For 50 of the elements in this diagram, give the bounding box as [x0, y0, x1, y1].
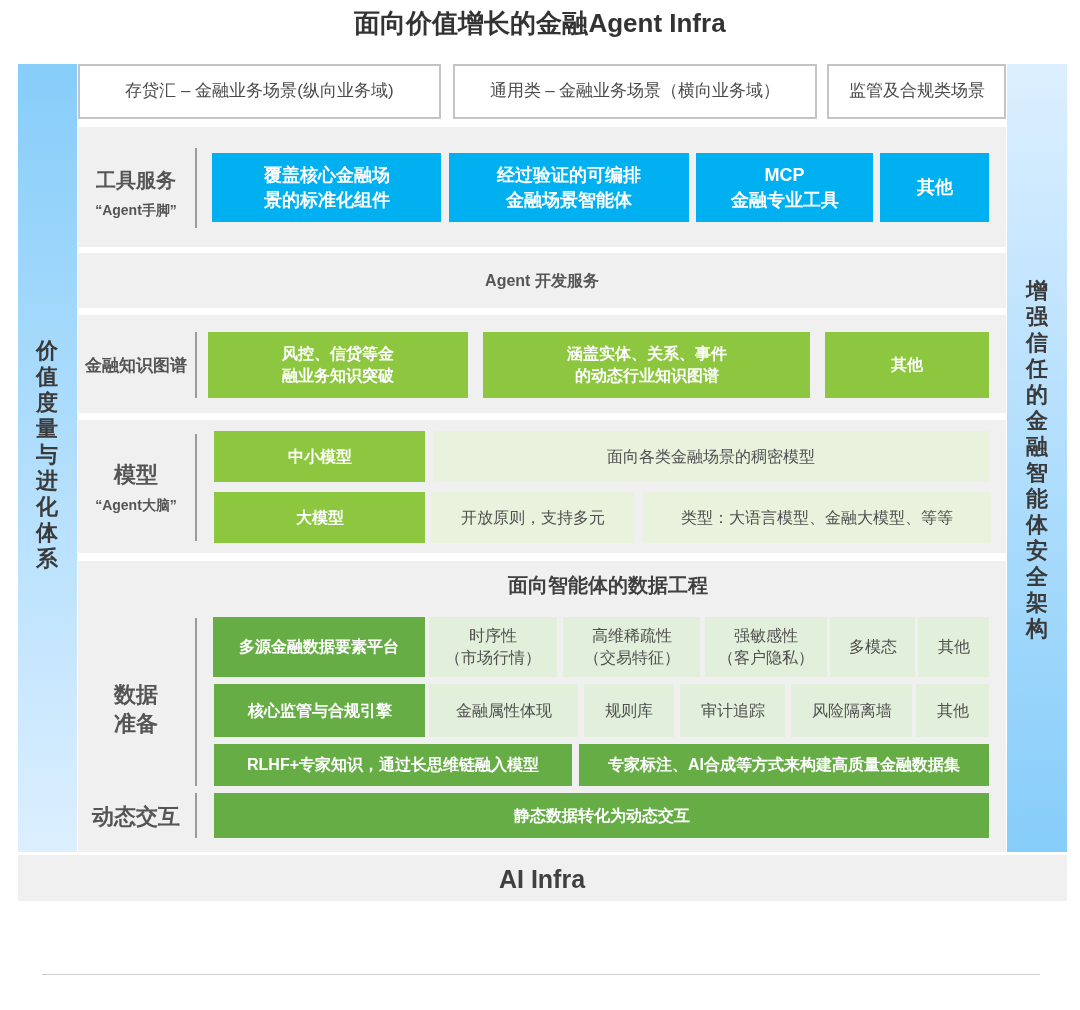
vertical-label: 价值度量与进化体系 [35, 338, 59, 572]
layer-heading: 模型 [114, 460, 158, 489]
scenario-card: 通用类 – 金融业务场景（横向业务域） [453, 64, 817, 119]
data-card: 静态数据转化为动态交互 [214, 793, 989, 838]
description-card: 开放原则，支持多元 [431, 492, 634, 543]
layer-subheading: “Agent手脚” [95, 200, 177, 220]
tool-card: 其他 [880, 153, 989, 222]
attribute-card: 其他 [918, 617, 989, 677]
attribute-card: 风险隔离墙 [791, 684, 912, 737]
data-card: 核心监管与合规引擎 [214, 684, 425, 737]
layer-title: Agent 开发服务 [485, 270, 599, 291]
layer-heading: 工具服务 [96, 168, 176, 193]
feature-card: 大模型 [214, 492, 425, 543]
layer-subheading: “Agent大脑” [95, 495, 177, 515]
data-card: RLHF+专家知识，通过长思维链融入模型 [214, 744, 572, 786]
attribute-card: 规则库 [584, 684, 674, 737]
layer-panel [78, 127, 1006, 247]
layer-panel [78, 315, 1006, 413]
attribute-card: 其他 [916, 684, 989, 737]
feature-card: 涵盖实体、关系、事件的动态行业知识图谱 [483, 332, 810, 398]
tool-card: MCP 金融专业工具 [696, 153, 873, 222]
attribute-card: 审计追踪 [680, 684, 785, 737]
layer-panel [78, 420, 1006, 553]
attribute-card: 时序性（市场行情） [429, 617, 557, 677]
layer-panel [78, 561, 1006, 852]
layer-heading: 金融知识图谱 [85, 354, 187, 377]
data-card: 多源金融数据要素平台 [213, 617, 425, 677]
attribute-card: 高维稀疏性（交易特征） [563, 617, 700, 677]
attribute-card: 多模态 [830, 617, 915, 677]
data-card: 专家标注、AI合成等方式来构建高质量金融数据集 [579, 744, 989, 786]
layer-heading: 动态交互 [92, 802, 180, 831]
tool-card: 经过验证的可编排金融场景智能体 [449, 153, 689, 222]
layer-title: 面向智能体的数据工程 [508, 573, 708, 598]
attribute-card: 强敏感性（客户隐私） [705, 617, 827, 677]
attribute-card: 金融属性体现 [429, 684, 578, 737]
layer-title: AI Infra [498, 863, 586, 895]
tool-card: 覆盖核心金融场景的标准化组件 [212, 153, 441, 222]
side-band [1007, 64, 1067, 852]
diagram-title: 面向价值增长的金融Agent Infra [354, 6, 726, 40]
layer-heading: 数据准备 [112, 681, 159, 738]
feature-card: 风控、信贷等金融业务知识突破 [208, 332, 468, 398]
description-card: 类型：大语言模型、金融大模型、等等 [643, 492, 991, 543]
feature-card: 其他 [825, 332, 989, 398]
scenario-card: 存贷汇 – 金融业务场景(纵向业务域) [78, 64, 441, 119]
description-card: 面向各类金融场景的稠密模型 [433, 431, 989, 482]
side-band [18, 64, 77, 852]
vertical-label: 增强信任的金融智能体安全架构 [1025, 278, 1049, 642]
scenario-card: 监管及合规类场景 [827, 64, 1006, 119]
layer-panel [78, 253, 1006, 308]
feature-card: 中小模型 [214, 431, 425, 482]
